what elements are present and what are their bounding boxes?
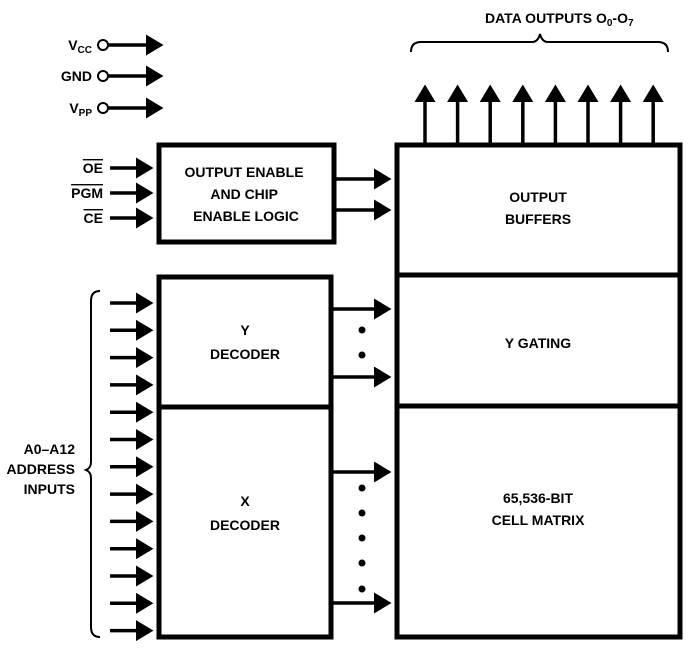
decoder-outputs [332,298,392,614]
ellipsis-dot [358,509,366,517]
x-decoder-block [156,404,334,640]
address-brace [83,290,101,638]
ellipsis-dot [358,559,366,567]
control-inputs: OE PGM CE [71,157,154,229]
output-buffers-block [394,142,683,278]
control-input-label: CE [84,210,103,226]
y-gating-label: Y GATING [505,335,571,351]
power-pins: VCC GND VPP [61,34,164,119]
address-inputs [110,292,154,642]
data-outputs-brace [410,33,669,53]
control-input-label: OE [83,160,103,176]
power-pin-label: VCC [68,37,92,56]
data-outputs-title: DATA OUTPUTS O0-O7 [485,10,634,29]
ellipsis-dot [358,585,366,593]
pin-circle-icon [97,102,109,114]
output-enable-logic-block [156,142,337,245]
ellipsis-dot [358,534,366,542]
control-input-label: PGM [71,185,103,201]
ellipsis-dot [358,484,366,492]
power-pin-label: GND [61,68,92,84]
oe-logic-label: OUTPUT ENABLE AND CHIP ENABLE LOGIC [185,164,308,224]
power-pin-label: VPP [69,100,92,119]
ellipsis-dot [358,351,366,359]
pin-circle-icon [97,70,109,82]
cell-matrix-block [394,403,683,640]
y-decoder-block [156,274,334,410]
data-output-arrows [414,84,664,143]
ellipsis-dot [358,326,366,334]
pin-circle-icon [97,39,109,51]
